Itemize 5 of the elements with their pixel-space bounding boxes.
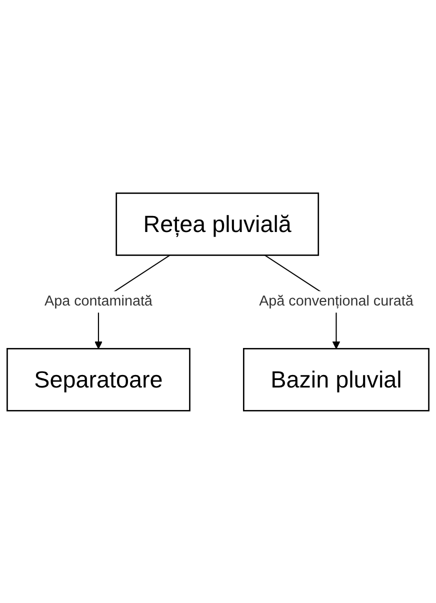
node-box: Rețea pluvială — [116, 192, 320, 256]
node-box: Bazin pluvial — [243, 348, 430, 411]
node-box: Separatoare — [6, 348, 190, 411]
edge-label: Apa contaminată — [44, 293, 152, 309]
edge-label: Apă convențional curată — [259, 293, 414, 309]
